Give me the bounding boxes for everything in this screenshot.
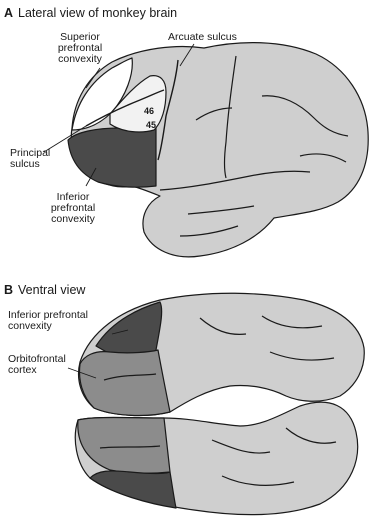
inferior-prefrontal-convexity-label: Inferior prefrontal convexity — [38, 192, 108, 225]
panel-b-title: B Ventral view — [4, 283, 85, 297]
panel-a-title-text: Lateral view of monkey brain — [18, 6, 177, 20]
panel-b-title-text: Ventral view — [18, 283, 85, 297]
orbitofrontal-region-upper — [80, 350, 170, 415]
panel-b-letter: B — [4, 283, 13, 297]
principal-sulcus-label: Principal sulcus — [10, 148, 50, 170]
ventral-inferior-prefrontal-convexity-label: Inferior prefrontal convexity — [8, 310, 88, 332]
superior-prefrontal-convexity-label: Superior prefrontal convexity — [40, 32, 120, 65]
ventral-inferior-prefrontal-lower — [90, 471, 176, 508]
panel-a-letter: A — [4, 6, 13, 20]
area-45-label: 45 — [146, 120, 156, 130]
orbitofrontal-cortex-label: Orbitofrontal cortex — [8, 354, 66, 376]
arcuate-sulcus-label: Arcuate sulcus — [168, 32, 237, 43]
panel-a-title: A Lateral view of monkey brain — [4, 6, 177, 20]
ventral-brain — [68, 293, 364, 514]
area-46-label: 46 — [144, 106, 154, 116]
